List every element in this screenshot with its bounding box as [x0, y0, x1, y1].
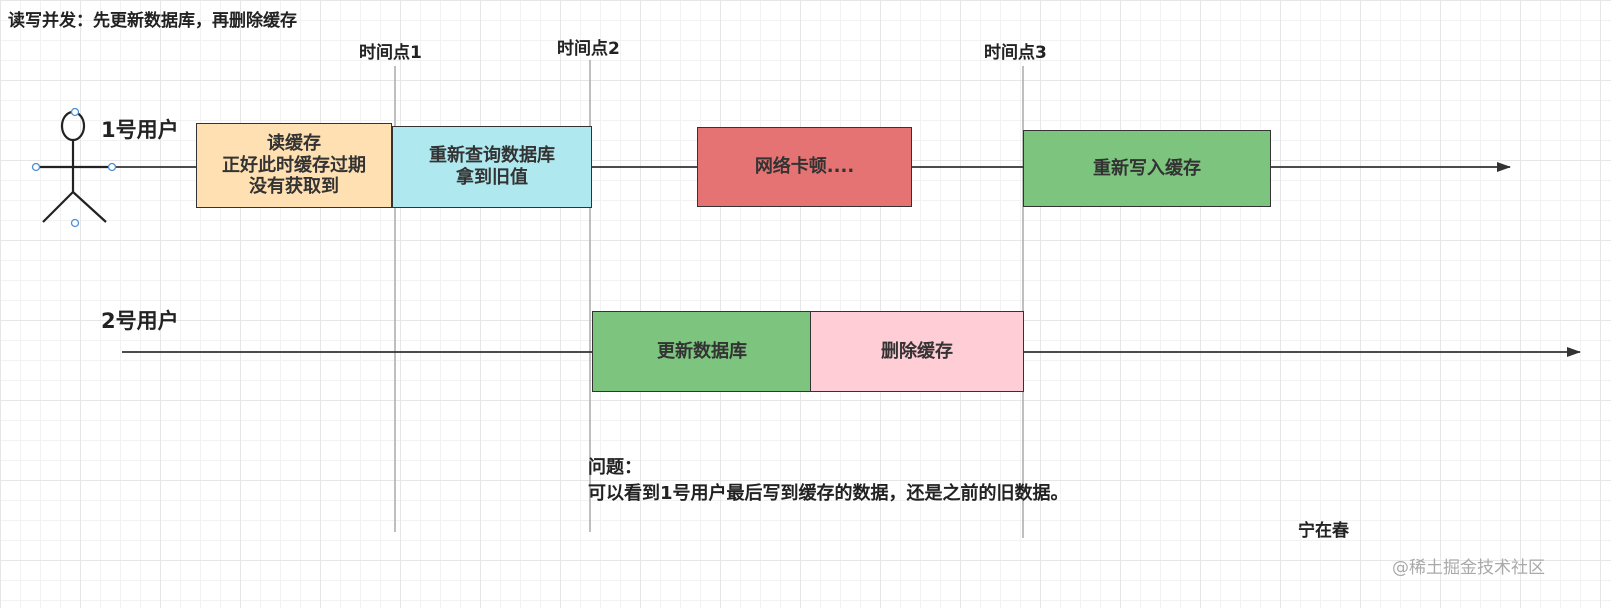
step-read-cache: 读缓存 正好此时缓存过期 没有获取到: [196, 123, 392, 208]
step-query-db-text: 重新查询数据库 拿到旧值: [429, 145, 555, 188]
actor-icon: [36, 110, 112, 223]
question-heading: 问题：: [588, 457, 642, 478]
step-write-cache-text: 重新写入缓存: [1093, 157, 1201, 179]
step-delete-cache-text: 删除缓存: [881, 340, 953, 362]
time-point-2-label: 时间点2: [557, 39, 620, 59]
time-point-1-label: 时间点1: [359, 43, 422, 63]
step-network-lag-text: 网络卡顿....: [754, 156, 855, 178]
time-point-3-label: 时间点3: [984, 43, 1047, 63]
user2-label: 2号用户: [101, 309, 179, 333]
step-read-cache-text: 读缓存 正好此时缓存过期 没有获取到: [222, 132, 366, 198]
diagram-title: 读写并发：先更新数据库，再删除缓存: [8, 11, 297, 31]
step-query-db: 重新查询数据库 拿到旧值: [392, 126, 592, 208]
question-body: 可以看到1号用户最后写到缓存的数据，还是之前的旧数据。: [588, 483, 1069, 505]
question-note: 问题： 可以看到1号用户最后写到缓存的数据，还是之前的旧数据。: [588, 455, 1148, 507]
watermark: @稀土掘金技术社区: [1392, 558, 1545, 578]
step-update-db: 更新数据库: [592, 311, 812, 392]
user1-label: 1号用户: [101, 118, 179, 142]
author-name: 宁在春: [1298, 521, 1349, 541]
step-delete-cache: 删除缓存: [810, 311, 1024, 392]
step-update-db-text: 更新数据库: [657, 340, 747, 362]
step-network-lag: 网络卡顿....: [697, 127, 912, 207]
step-write-cache: 重新写入缓存: [1023, 130, 1271, 207]
actor-selection-handles: [31, 107, 117, 228]
